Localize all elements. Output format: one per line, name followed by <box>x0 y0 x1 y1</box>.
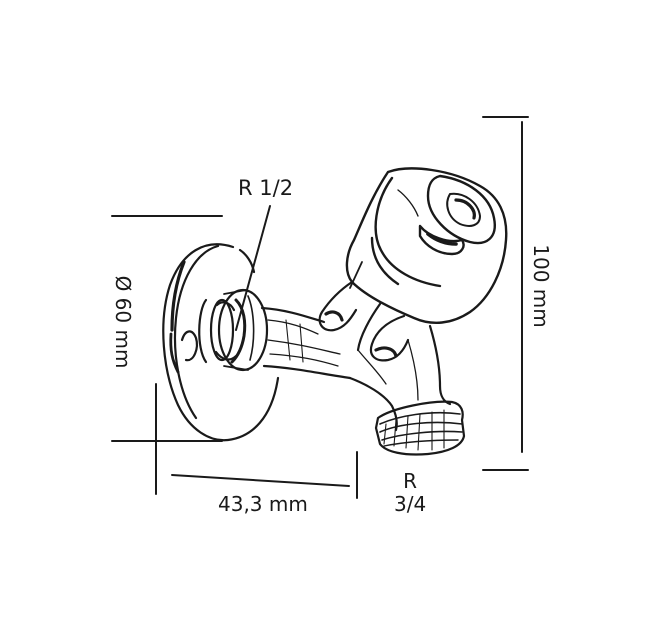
valve-handle <box>345 167 508 324</box>
height-dimension-label: 100 mm <box>529 244 553 328</box>
outlet-thread <box>374 400 466 456</box>
outlet-thread-label: R 3/4 <box>394 470 426 516</box>
rosette-diameter-label: Ø 60 mm <box>111 275 135 369</box>
inlet-thread-label: R 1/2 <box>238 176 294 200</box>
inlet-nut <box>198 288 269 372</box>
projection-dimension-label: 43,3 mm <box>218 492 308 516</box>
wall-rosette <box>162 243 280 442</box>
projection-dimension-line <box>171 474 350 487</box>
tap-body-pipe <box>260 306 352 380</box>
outlet-thread-label-top: R <box>403 469 418 493</box>
valve-neck <box>318 280 382 352</box>
outlet-thread-label-bottom: 3/4 <box>394 492 427 516</box>
